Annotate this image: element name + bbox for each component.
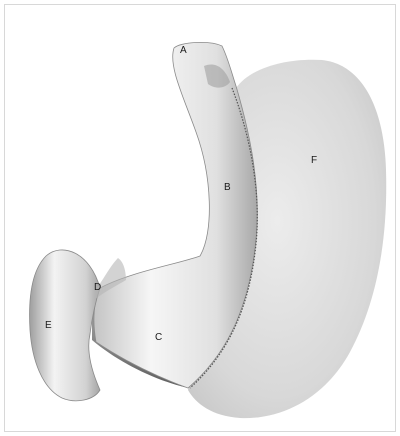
label-d: D <box>94 282 101 293</box>
label-c: C <box>155 332 162 343</box>
label-a: A <box>180 45 187 56</box>
label-f: F <box>311 155 317 166</box>
label-e: E <box>45 320 52 331</box>
label-b: B <box>224 182 231 193</box>
duodenum-shape <box>30 250 100 401</box>
